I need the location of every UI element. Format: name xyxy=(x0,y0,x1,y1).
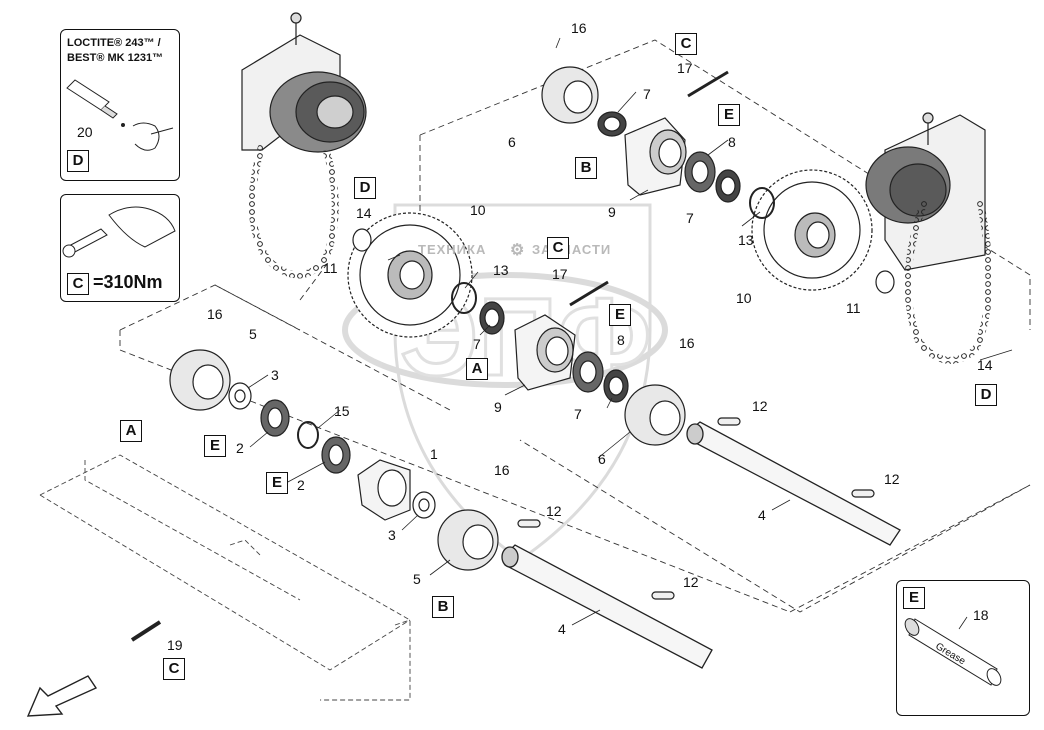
reference-box-b: B xyxy=(575,157,597,179)
left-large-sprocket xyxy=(347,212,473,338)
loctite-panel: LOCTITE® 243™ / BEST® MK 1231™ 20 D xyxy=(60,29,180,181)
loctite-line-1: LOCTITE® 243™ / xyxy=(67,37,161,49)
callout-13: 13 xyxy=(738,232,754,248)
leader-lines xyxy=(247,37,1013,631)
watermark-text-right: ЗАПЧАСТИ xyxy=(532,242,612,257)
callout-4: 4 xyxy=(758,507,766,523)
callout-19: 19 xyxy=(167,637,183,653)
loctite-line-2: BEST® MK 1231™ xyxy=(67,52,164,64)
reference-box-e: E xyxy=(266,472,288,494)
keys-bolts xyxy=(130,70,875,642)
torque-letter-box: C xyxy=(67,273,89,295)
right-large-sprocket xyxy=(751,169,873,291)
callout-7: 7 xyxy=(473,336,481,352)
callout-17: 17 xyxy=(552,266,568,282)
torque-value: =310Nm xyxy=(93,272,163,292)
callout-16: 16 xyxy=(571,20,587,36)
callout-10: 10 xyxy=(736,290,752,306)
callout-5: 5 xyxy=(249,326,257,342)
callout-6: 6 xyxy=(508,134,516,150)
callout-8: 8 xyxy=(728,134,736,150)
loctite-text: LOCTITE® 243™ / BEST® MK 1231™ xyxy=(67,36,163,66)
grease-panel: E 18 Grease xyxy=(896,580,1030,716)
callout-6: 6 xyxy=(598,451,606,467)
reference-box-c: C xyxy=(163,658,185,680)
loctite-letter-box: D xyxy=(67,150,89,172)
callout-17: 17 xyxy=(677,60,693,76)
reference-box-c: C xyxy=(547,237,569,259)
callout-11: 11 xyxy=(323,260,338,276)
right-drive-motor xyxy=(865,112,986,271)
callout-10: 10 xyxy=(470,202,486,218)
reference-box-c: C xyxy=(675,33,697,55)
reference-box-d: D xyxy=(354,177,376,199)
callout-7: 7 xyxy=(686,210,694,226)
header-beam xyxy=(39,454,411,701)
torque-panel: C =310Nm xyxy=(60,194,180,302)
reference-box-a: A xyxy=(120,420,142,442)
callout-11: 11 xyxy=(846,300,861,316)
dashed-frames xyxy=(119,39,1031,613)
reference-box-e: E xyxy=(204,435,226,457)
reference-box-e: E xyxy=(609,304,631,326)
watermark-gear-icon: ⚙ xyxy=(510,242,526,259)
callout-4: 4 xyxy=(558,621,566,637)
bearing-housings xyxy=(357,117,687,521)
left-drive-motor xyxy=(241,12,367,153)
wrench-icon xyxy=(62,206,176,258)
right-chain xyxy=(904,198,993,364)
callout-16: 16 xyxy=(207,306,223,322)
grease-letter-box: E xyxy=(903,587,925,609)
callout-5: 5 xyxy=(413,571,421,587)
callout-16: 16 xyxy=(494,462,510,478)
callout-7: 7 xyxy=(574,406,582,422)
callout-9: 9 xyxy=(608,204,616,220)
callout-2: 2 xyxy=(236,440,244,456)
callout-14: 14 xyxy=(356,205,372,221)
grease-tube-icon xyxy=(904,616,1002,686)
callout-3: 3 xyxy=(271,367,279,383)
callout-12: 12 xyxy=(546,503,562,519)
threadlocker-bottle-icon xyxy=(66,79,174,151)
callout-8: 8 xyxy=(617,332,625,348)
reference-box-b: B xyxy=(432,596,454,618)
bearings-seals xyxy=(228,111,895,519)
callout-16: 16 xyxy=(679,335,695,351)
grease-number: 18 xyxy=(973,607,989,623)
direction-arrow xyxy=(26,675,98,717)
small-sprockets xyxy=(169,66,686,571)
callout-12: 12 xyxy=(884,471,900,487)
callout-9: 9 xyxy=(494,399,502,415)
callout-2: 2 xyxy=(297,477,305,493)
shafts xyxy=(501,421,901,669)
callout-7: 7 xyxy=(643,86,651,102)
reference-box-a: A xyxy=(466,358,488,380)
callout-14: 14 xyxy=(977,357,993,373)
callout-12: 12 xyxy=(683,574,699,590)
callout-3: 3 xyxy=(388,527,396,543)
reference-box-d: D xyxy=(975,384,997,406)
left-chain xyxy=(248,144,339,279)
reference-box-e: E xyxy=(718,104,740,126)
callout-1: 1 xyxy=(430,446,438,462)
callout-13: 13 xyxy=(493,262,509,278)
watermark-text-left: ТЕХНИКА xyxy=(418,242,487,257)
loctite-number: 20 xyxy=(77,124,93,140)
callout-12: 12 xyxy=(752,398,768,414)
callout-15: 15 xyxy=(334,403,350,419)
